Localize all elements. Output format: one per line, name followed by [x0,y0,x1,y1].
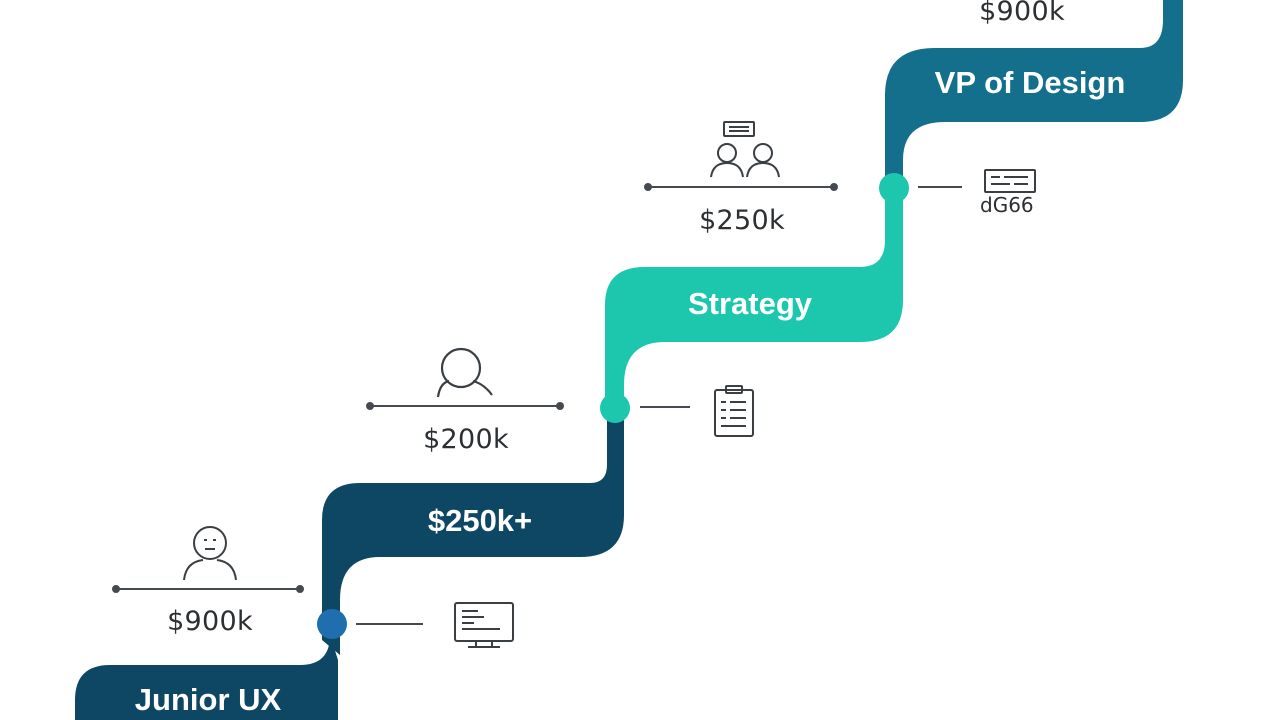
salary-line-1 [112,585,304,593]
team-icon [710,121,780,178]
magnifier-icon [436,347,493,398]
certificate-icon [984,169,1036,193]
milestone-node-1 [317,609,347,639]
salary-label-2: $200k [423,424,509,455]
salary-label-1: $900k [167,606,253,637]
person-icon [183,526,237,581]
salary-line-2 [366,402,564,410]
step-label-strategy: Strategy [687,286,813,321]
band-step-2 [322,400,624,655]
step-label-junior-ux: Junior UX [134,682,282,717]
certificate-caption: dG66 [980,193,1034,217]
step-label-vp-of-design: VP of Design [934,65,1126,100]
band-vp-design [885,0,1183,190]
band-junior-ux [75,635,338,720]
salary-label-3: $250k [699,205,785,236]
milestone-node-2 [600,393,630,423]
milestone-node-3 [879,173,909,203]
top-salary-label: $900k [979,0,1065,27]
salary-line-3 [644,183,838,191]
clipboard-icon [714,385,754,437]
monitor-icon [454,602,514,648]
band-strategy [605,180,903,405]
step-label-salary-band: $250k+ [427,503,533,538]
